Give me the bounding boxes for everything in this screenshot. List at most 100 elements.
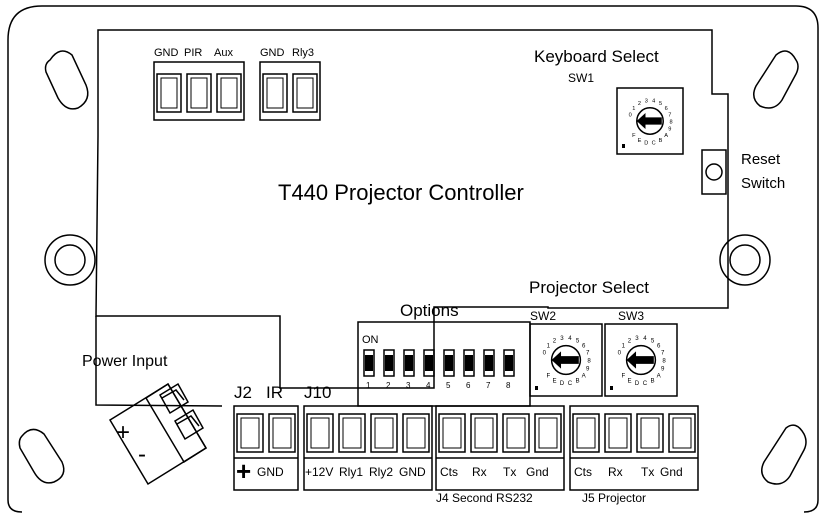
ir-label: IR: [266, 383, 283, 402]
rotary-digit: F: [546, 372, 550, 379]
connector-socket: [306, 413, 334, 453]
rotary-digit: 6: [665, 106, 668, 112]
connector-j10: [303, 405, 433, 491]
j2-pin-gnd: GND: [257, 465, 284, 479]
terminal-socket: [156, 73, 182, 113]
terminal-label-gnd-2: GND: [260, 47, 285, 59]
reset-label-line2: Switch: [741, 175, 785, 192]
rotary-digit: A: [664, 133, 668, 139]
dip-number: 7: [486, 381, 491, 390]
enclosure-outline: [7, 5, 819, 500]
rotary-digit: 4: [652, 99, 655, 105]
rotary-digit: 9: [661, 365, 665, 372]
dip-switch-lever: [365, 355, 373, 371]
j4-label: J4 Second RS232: [436, 491, 533, 505]
rotary-digit: 4: [568, 335, 572, 342]
j5-pin-cts: Cts: [574, 465, 592, 479]
dip-switch-lever: [385, 355, 393, 371]
sw3-label: SW3: [618, 309, 644, 323]
terminal-label-gnd: GND: [154, 47, 179, 59]
dip-switch-slot: [403, 349, 415, 377]
rotary-digit: A: [582, 372, 587, 379]
rotary-digit: 5: [659, 101, 662, 107]
rotary-digit: 1: [632, 106, 635, 112]
rotary-digit: E: [627, 377, 631, 384]
terminal-socket: [186, 73, 212, 113]
rotary-digit: E: [638, 138, 642, 144]
rotary-digit: 5: [576, 338, 580, 345]
rotary-digit: 4: [643, 335, 647, 342]
rotary-digit: 2: [628, 338, 632, 345]
rotary-digit: 0: [629, 112, 632, 118]
j4-pin-tx: Tx: [503, 465, 516, 479]
dip-switch-slot: [503, 349, 515, 377]
dip-switch-lever: [425, 355, 433, 371]
dip-number: 8: [506, 381, 511, 390]
rotary-digit: 8: [587, 358, 591, 365]
j4-pin-gnd: Gnd: [526, 465, 549, 479]
mounting-slot-bottom-right: [761, 424, 807, 485]
mounting-slot-top-right: [753, 50, 799, 109]
dip-switch-slot: [443, 349, 455, 377]
sw2-label: SW2: [530, 309, 556, 323]
dip-switch-slot: [483, 349, 495, 377]
rotary-digit: 2: [553, 338, 557, 345]
reset-switch: [701, 149, 727, 195]
rotary-digit: 7: [586, 350, 590, 357]
connector-socket: [402, 413, 430, 453]
connector-socket: [502, 413, 530, 453]
rotary-digit: B: [650, 377, 654, 384]
sw1-label: SW1: [568, 71, 594, 85]
dip-on-label: ON: [362, 334, 379, 346]
rotary-digit: 0: [543, 350, 547, 357]
j5-pin-rx: Rx: [608, 465, 623, 479]
rotary-digit: 5: [651, 338, 655, 345]
rotary-digit: D: [560, 380, 565, 387]
connector-socket: [338, 413, 366, 453]
mounting-post-left: [44, 234, 96, 286]
rotary-digit: 3: [560, 335, 564, 342]
dip-switch-lever: [505, 355, 513, 371]
rotary-digit: 9: [668, 127, 671, 133]
rotary-digit: 1: [547, 343, 551, 350]
dip-number: 2: [386, 381, 391, 390]
rotary-digit: 2: [638, 101, 641, 107]
mounting-slot-bottom-left: [18, 428, 65, 484]
rotary-digit: 8: [670, 120, 673, 126]
dip-switch-slot: [423, 349, 435, 377]
j5-pin-tx: Tx: [641, 465, 654, 479]
rotary-digit: C: [568, 380, 573, 387]
reset-label-line1: Reset: [741, 151, 781, 168]
dip-switch-lever: [485, 355, 493, 371]
rotary-digit: 7: [668, 112, 671, 118]
rotary-digit: 8: [662, 358, 666, 365]
j5-pin-gnd: Gnd: [660, 465, 683, 479]
enclosure-bottom-corners: [7, 499, 819, 513]
board-title: T440 Projector Controller: [278, 180, 524, 205]
connector-socket: [438, 413, 466, 453]
connector-socket: [236, 413, 264, 453]
dip-switch-lever: [405, 355, 413, 371]
rotary-digit: 6: [582, 343, 586, 350]
rotary-digit: 3: [645, 99, 648, 105]
rotary-digit: 7: [661, 350, 665, 357]
j10-pin-rly1: Rly1: [339, 465, 363, 479]
rotary-digit: 3: [635, 335, 639, 342]
rotary-digit: F: [632, 133, 636, 139]
rotary-digit: A: [657, 372, 662, 379]
terminal-label-aux: Aux: [214, 47, 233, 59]
rotary-digit: 0: [618, 350, 622, 357]
power-minus-label: -: [138, 441, 146, 468]
connector-j4-second-rs232: [435, 405, 565, 491]
connector-socket: [534, 413, 562, 453]
terminal-socket: [216, 73, 242, 113]
power-plus-label: +: [116, 419, 130, 446]
rotary-digit: 6: [657, 343, 661, 350]
dip-switch-lever: [445, 355, 453, 371]
dip-number: 5: [446, 381, 451, 390]
